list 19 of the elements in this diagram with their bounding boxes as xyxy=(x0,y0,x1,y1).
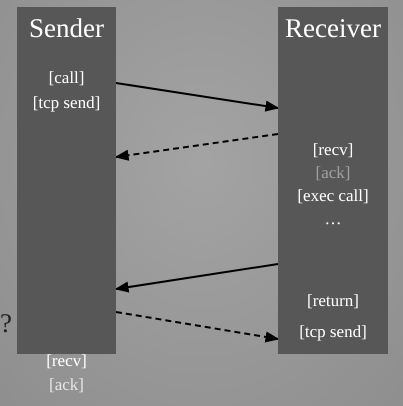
lifeline-bar xyxy=(278,7,388,354)
step-label: [recv] xyxy=(45,352,88,369)
step-label: … xyxy=(324,210,342,227)
step-label: [recv] xyxy=(312,141,354,158)
step-label: [tcp send] xyxy=(298,323,368,340)
lifeline-title: Receiver xyxy=(284,15,382,42)
arrow xyxy=(116,82,280,112)
arrow xyxy=(116,311,280,342)
step-label: [return] xyxy=(306,292,360,309)
step-label: [call] xyxy=(48,69,86,86)
arrow xyxy=(114,133,278,161)
step-label: [ack] xyxy=(48,376,85,393)
step-label: [tcp send] xyxy=(32,94,102,111)
step-label: [ack] xyxy=(314,164,352,181)
arrow xyxy=(114,263,278,293)
question-mark: ? xyxy=(0,308,12,339)
lifeline-title: Sender xyxy=(28,15,105,42)
step-label: [exec call] xyxy=(296,187,370,204)
lifeline-bar xyxy=(17,7,116,354)
